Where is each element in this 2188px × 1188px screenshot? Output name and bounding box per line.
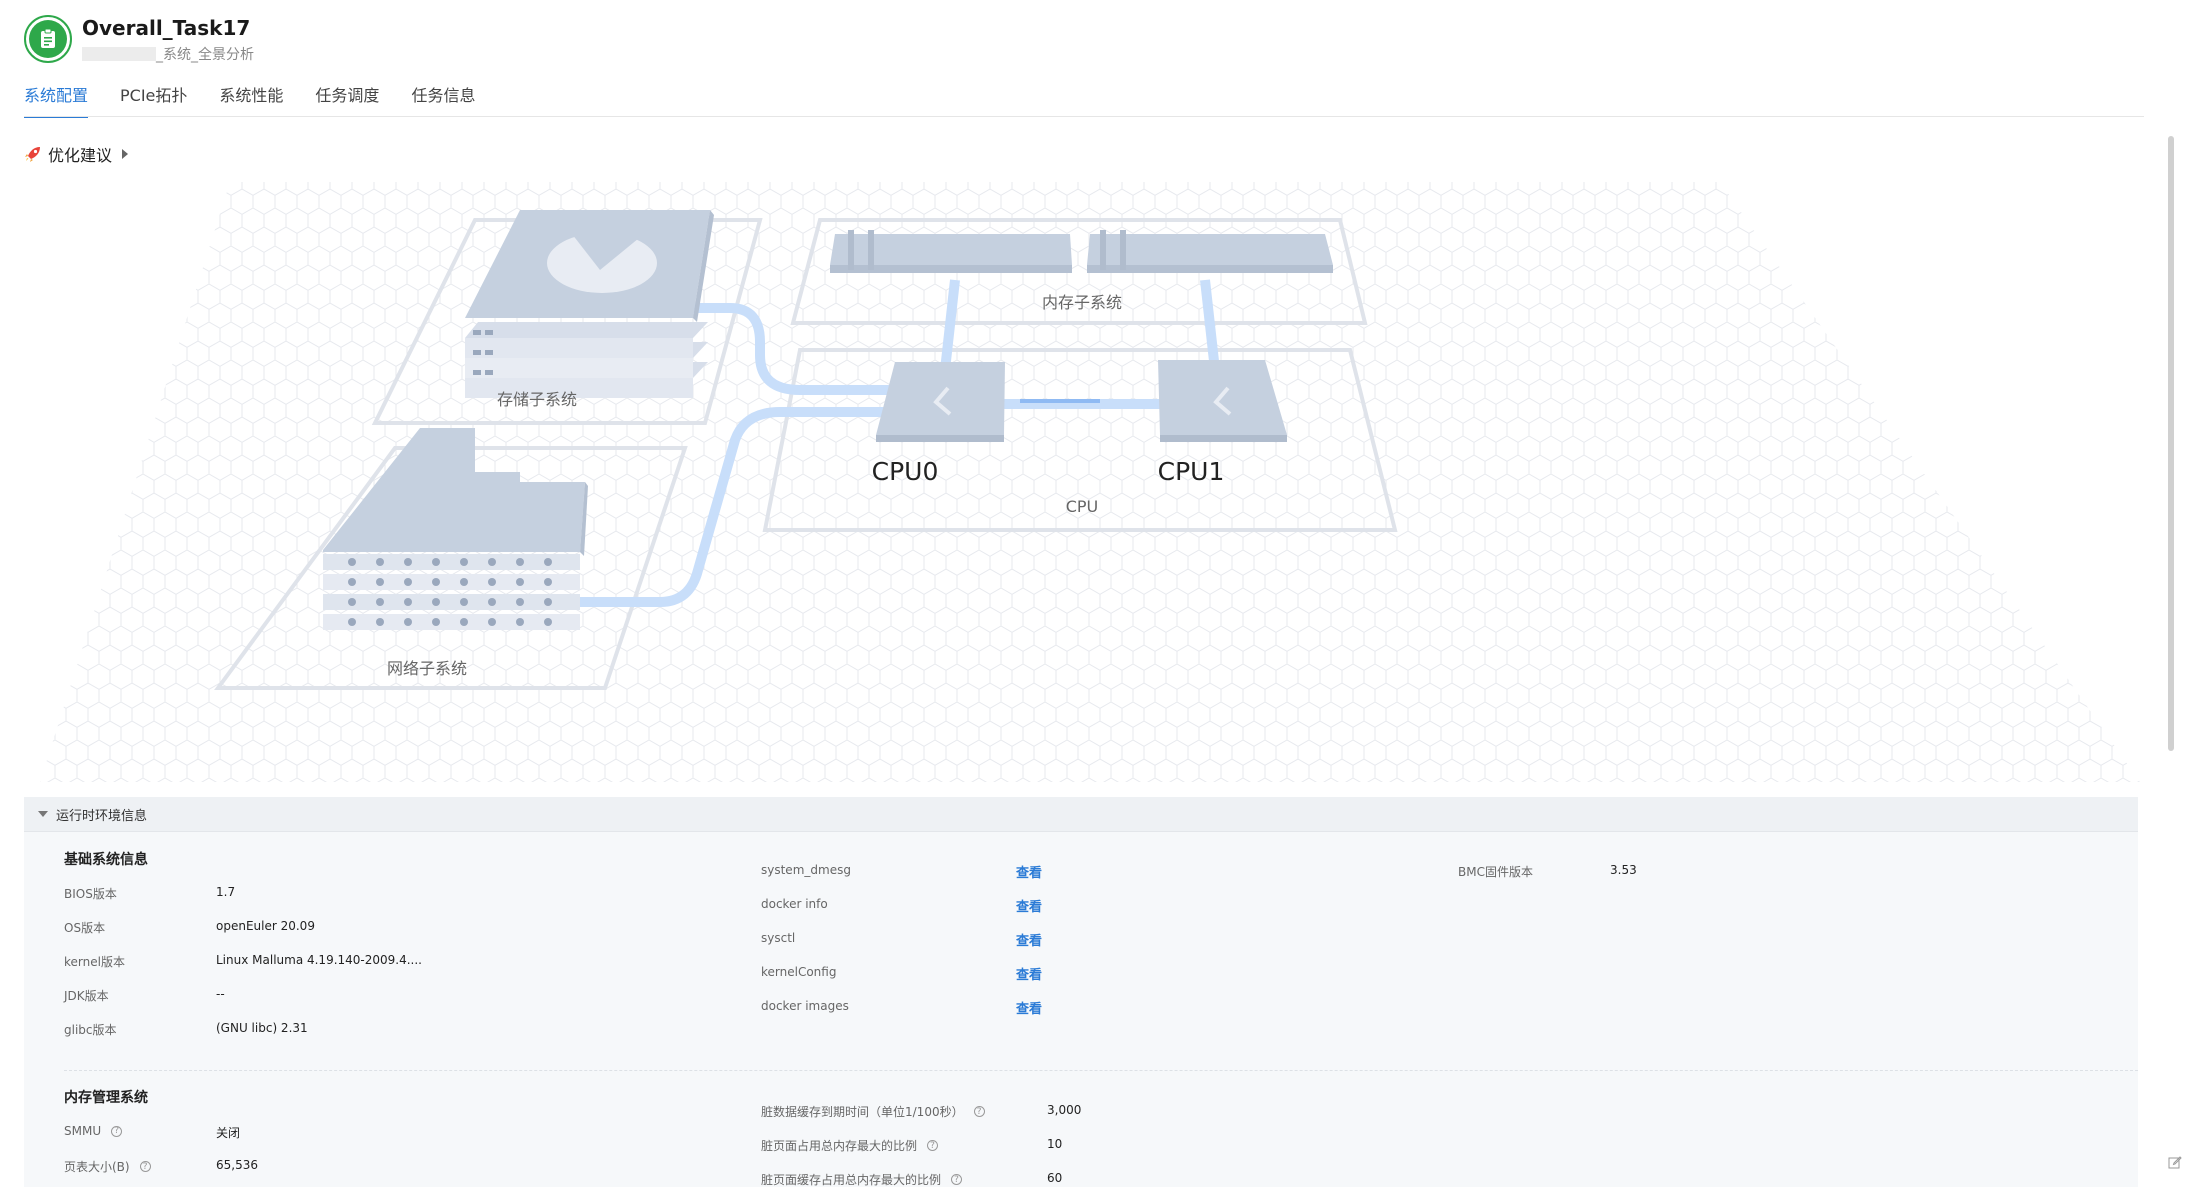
network-region-outline bbox=[214, 446, 688, 690]
vertical-scrollbar[interactable] bbox=[2168, 136, 2174, 751]
memory-cpu1-connector bbox=[1200, 279, 1220, 371]
dirty-ratio-label: 脏页面占用总内存最大的比例 bbox=[761, 1139, 918, 1153]
dirty-ratio-label-row: 脏页面占用总内存最大的比例 ? bbox=[761, 1137, 939, 1154]
network-stack bbox=[323, 428, 588, 630]
system-topology-diagram: 存储子系统 内存子系统 网络子系统 CPU0 CPU1 CPU bbox=[0, 170, 2188, 790]
dirty-expire-label-row: 脏数据缓存到期时间（单位1/100秒） ? bbox=[761, 1103, 985, 1120]
smmu-value: 关闭 bbox=[216, 1126, 241, 1140]
optimize-suggestions-toggle[interactable]: 优化建议 bbox=[24, 142, 129, 166]
dirty-expire-label: 脏数据缓存到期时间（单位1/100秒） bbox=[761, 1105, 964, 1119]
tab-system-config[interactable]: 系统配置 bbox=[24, 84, 89, 118]
page-size-value: 65,536 bbox=[216, 1158, 258, 1172]
kernel-config-view-link[interactable]: 查看 bbox=[1016, 968, 1043, 983]
edit-icon[interactable] bbox=[2168, 1154, 2182, 1173]
kernel-version-label: kernel版本 bbox=[64, 955, 125, 969]
clipboard-icon bbox=[29, 20, 67, 58]
os-version-value: openEuler 20.09 bbox=[216, 919, 315, 933]
kernel-config-label: kernelConfig bbox=[761, 965, 837, 979]
cpu1-chip bbox=[1158, 360, 1287, 442]
cpu0-chip bbox=[876, 362, 1005, 442]
redacted-block bbox=[82, 47, 156, 61]
memory-management-title: 内存管理系统 bbox=[64, 1090, 148, 1106]
memory-region-outline bbox=[790, 218, 1368, 325]
help-icon[interactable]: ? bbox=[927, 1140, 939, 1151]
bios-version-label: BIOS版本 bbox=[64, 887, 117, 901]
rocket-icon bbox=[24, 145, 42, 163]
bmc-firmware-value: 3.53 bbox=[1610, 863, 1637, 877]
bmc-firmware-label: BMC固件版本 bbox=[1458, 865, 1533, 879]
glibc-version-value: (GNU libc) 2.31 bbox=[216, 1021, 308, 1035]
tab-divider bbox=[24, 116, 2144, 117]
storage-cpu-connector bbox=[693, 303, 900, 395]
memory-modules bbox=[830, 230, 1333, 273]
caret-down-icon bbox=[38, 811, 48, 817]
tab-bar: 系统配置 PCIe拓扑 系统性能 任务调度 任务信息 bbox=[24, 84, 507, 118]
docker-images-view-link[interactable]: 查看 bbox=[1016, 1002, 1043, 1017]
storage-subsystem-label: 存储子系统 bbox=[497, 390, 577, 409]
sysctl-label: sysctl bbox=[761, 931, 796, 945]
smmu-label: SMMU bbox=[64, 1124, 102, 1138]
storage-stack bbox=[465, 210, 714, 398]
page-title: Overall_Task17 bbox=[82, 16, 251, 40]
help-icon[interactable]: ? bbox=[973, 1106, 985, 1117]
page-size-label-row: 页表大小(B) ? bbox=[64, 1158, 151, 1175]
memory-subsystem-label: 内存子系统 bbox=[1042, 293, 1122, 312]
jdk-version-value: -- bbox=[216, 987, 225, 1001]
system-dmesg-label: system_dmesg bbox=[761, 863, 851, 877]
basic-info-title: 基础系统信息 bbox=[64, 852, 148, 868]
tab-task-scheduling[interactable]: 任务调度 bbox=[315, 86, 380, 105]
cpu1-label: CPU1 bbox=[1158, 457, 1225, 486]
tab-system-performance[interactable]: 系统性能 bbox=[219, 86, 284, 105]
help-icon[interactable]: ? bbox=[111, 1125, 123, 1137]
dirty-cache-ratio-value: 60 bbox=[1047, 1171, 1063, 1185]
dirty-cache-ratio-label: 脏页面缓存占用总内存最大的比例 bbox=[761, 1173, 942, 1187]
kernel-version-value: Linux Malluma 4.19.140-2009.4.... bbox=[216, 953, 422, 967]
task-logo bbox=[24, 15, 72, 63]
subtitle-text: _系统_全景分析 bbox=[156, 47, 254, 63]
runtime-env-header[interactable]: 运行时环境信息 bbox=[24, 797, 2138, 832]
section-divider bbox=[64, 1070, 2138, 1071]
help-icon[interactable]: ? bbox=[139, 1161, 151, 1172]
docker-images-label: docker images bbox=[761, 999, 849, 1013]
optimize-label: 优化建议 bbox=[48, 146, 113, 165]
system-dmesg-view-link[interactable]: 查看 bbox=[1016, 866, 1043, 881]
smmu-label-row: SMMU ? bbox=[64, 1124, 123, 1138]
caret-right-icon bbox=[122, 149, 129, 159]
runtime-env-panel: 运行时环境信息 基础系统信息 BIOS版本 1.7 OS版本 openEuler… bbox=[24, 797, 2138, 1187]
dirty-ratio-value: 10 bbox=[1047, 1137, 1063, 1151]
cpu-region-outline bbox=[762, 348, 1398, 532]
runtime-env-title: 运行时环境信息 bbox=[56, 808, 148, 824]
help-icon[interactable]: ? bbox=[951, 1174, 963, 1185]
dirty-expire-value: 3,000 bbox=[1047, 1103, 1082, 1117]
cpu-group-label: CPU bbox=[1066, 497, 1099, 516]
page-subtitle: _系统_全景分析 bbox=[82, 44, 254, 64]
tab-pcie-topology[interactable]: PCIe拓扑 bbox=[120, 86, 188, 105]
tab-task-info[interactable]: 任务信息 bbox=[411, 86, 476, 105]
page-size-label: 页表大小(B) bbox=[64, 1160, 130, 1174]
dirty-cache-ratio-label-row: 脏页面缓存占用总内存最大的比例 ? bbox=[761, 1171, 963, 1188]
memory-cpu0-connector bbox=[940, 279, 960, 371]
jdk-version-label: JDK版本 bbox=[64, 989, 109, 1003]
network-subsystem-label: 网络子系统 bbox=[387, 659, 467, 678]
page-header: Overall_Task17 _系统_全景分析 系统配置 PCIe拓扑 系统性能… bbox=[0, 0, 2144, 118]
sysctl-view-link[interactable]: 查看 bbox=[1016, 934, 1043, 949]
bios-version-value: 1.7 bbox=[216, 885, 236, 899]
os-version-label: OS版本 bbox=[64, 921, 106, 935]
cpu0-label: CPU0 bbox=[872, 457, 939, 486]
docker-info-view-link[interactable]: 查看 bbox=[1016, 900, 1043, 915]
glibc-version-label: glibc版本 bbox=[64, 1023, 117, 1037]
network-port-dots bbox=[348, 558, 552, 626]
docker-info-label: docker info bbox=[761, 897, 828, 911]
network-cpu-connector bbox=[580, 407, 900, 607]
